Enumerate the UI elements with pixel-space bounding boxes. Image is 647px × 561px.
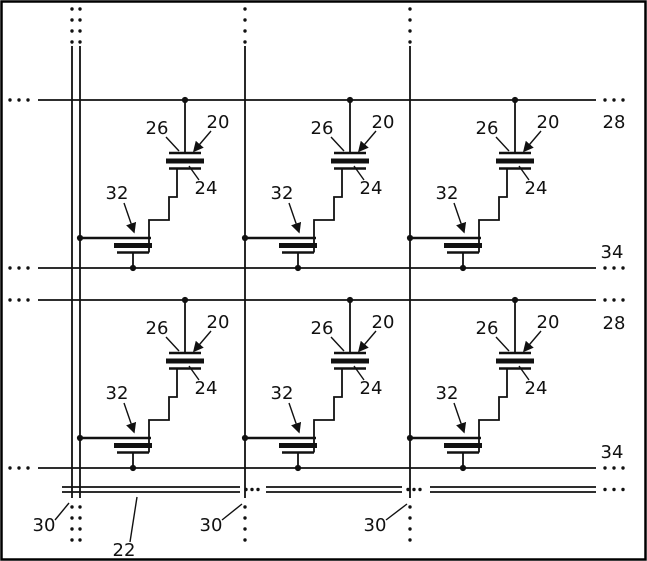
bottom-line-22 [62, 486, 596, 493]
label-column-line-right: 30 [364, 515, 387, 536]
label-cell: 20 [372, 112, 395, 133]
label-control-gate: 26 [476, 118, 499, 139]
label-floating-gate: 24 [525, 178, 548, 199]
cell-shapes [407, 297, 541, 471]
label-cell: 20 [537, 312, 560, 333]
cell-shapes [407, 97, 541, 271]
label-30-middle-leader [221, 503, 243, 521]
row-lines [38, 99, 596, 469]
continuation-dots-top [70, 7, 412, 44]
column-lines [71, 46, 411, 498]
label-22-leader [129, 496, 138, 543]
label-control-gate: 26 [146, 318, 169, 339]
label-select-transistor: 32 [436, 183, 459, 204]
cell-shapes [242, 297, 376, 471]
cell-shapes [77, 97, 211, 271]
bottom-labels: 30 30 30 22 [33, 496, 408, 561]
label-select-transistor: 32 [271, 383, 294, 404]
label-select-transistor: 32 [106, 183, 129, 204]
label-floating-gate: 24 [195, 178, 218, 199]
label-floating-gate: 24 [360, 178, 383, 199]
label-control-gate: 26 [311, 318, 334, 339]
label-bottom-line: 22 [113, 540, 136, 561]
memory-cell: 26 20 24 32 [407, 97, 560, 271]
label-row-line-row2: 28 [603, 313, 626, 334]
label-30-left-leader [54, 502, 70, 521]
label-floating-gate: 24 [195, 378, 218, 399]
memory-cell: 26 20 24 32 [77, 297, 230, 471]
continuation-dots-bottom [70, 505, 412, 542]
label-select-transistor: 32 [436, 383, 459, 404]
label-select-transistor: 32 [106, 383, 129, 404]
label-floating-gate: 24 [525, 378, 548, 399]
label-floating-gate: 24 [360, 378, 383, 399]
label-row-line-row1: 28 [603, 112, 626, 133]
label-cell: 20 [537, 112, 560, 133]
label-cell: 20 [207, 112, 230, 133]
continuation-dots-left [8, 98, 30, 470]
cell-shapes [242, 97, 376, 271]
memory-cell: 26 20 24 32 [77, 97, 230, 271]
label-control-gate: 26 [146, 118, 169, 139]
label-column-line-left: 30 [33, 515, 56, 536]
label-source-line-row1: 34 [601, 242, 624, 263]
label-cell: 20 [207, 312, 230, 333]
memory-cell: 26 20 24 32 [242, 97, 395, 271]
memory-cell: 26 20 24 32 [407, 297, 560, 471]
label-select-transistor: 32 [271, 183, 294, 204]
label-column-line-middle: 30 [200, 515, 223, 536]
label-control-gate: 26 [311, 118, 334, 139]
label-source-line-row2: 34 [601, 442, 624, 463]
cell-shapes [77, 297, 211, 471]
continuation-dots-right [603, 98, 625, 492]
label-control-gate: 26 [476, 318, 499, 339]
label-cell: 20 [372, 312, 395, 333]
rail-labels: 28 34 28 34 [601, 112, 626, 463]
memory-cell: 26 20 24 32 [242, 297, 395, 471]
label-30-right-leader [385, 503, 408, 521]
